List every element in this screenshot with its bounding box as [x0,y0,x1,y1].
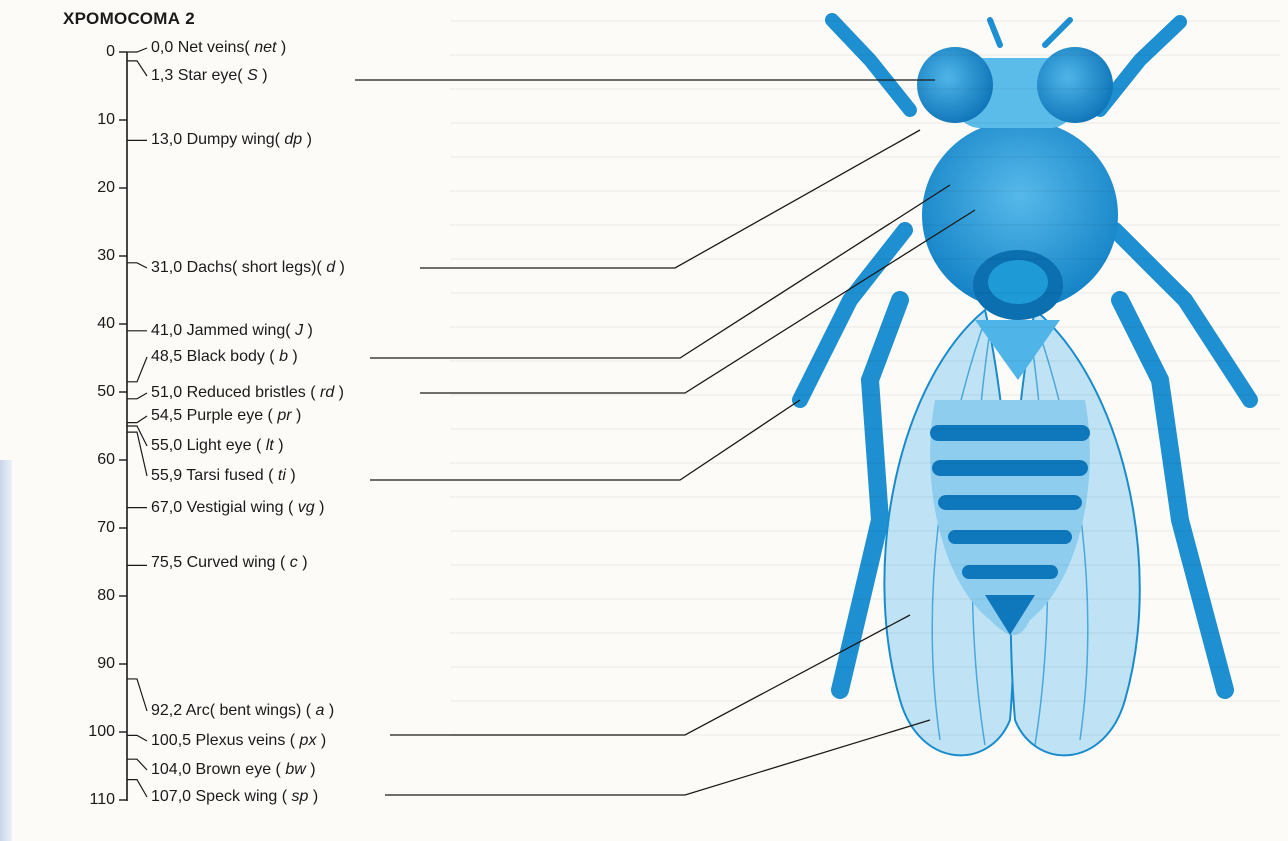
pointer-tarsi-fused [370,400,800,480]
fly-head [917,20,1113,128]
fly-thorax [922,120,1118,380]
pointer-dachs [420,130,920,268]
pointer-plexus-veins [390,615,910,735]
pointer-speck-wing [385,720,930,795]
